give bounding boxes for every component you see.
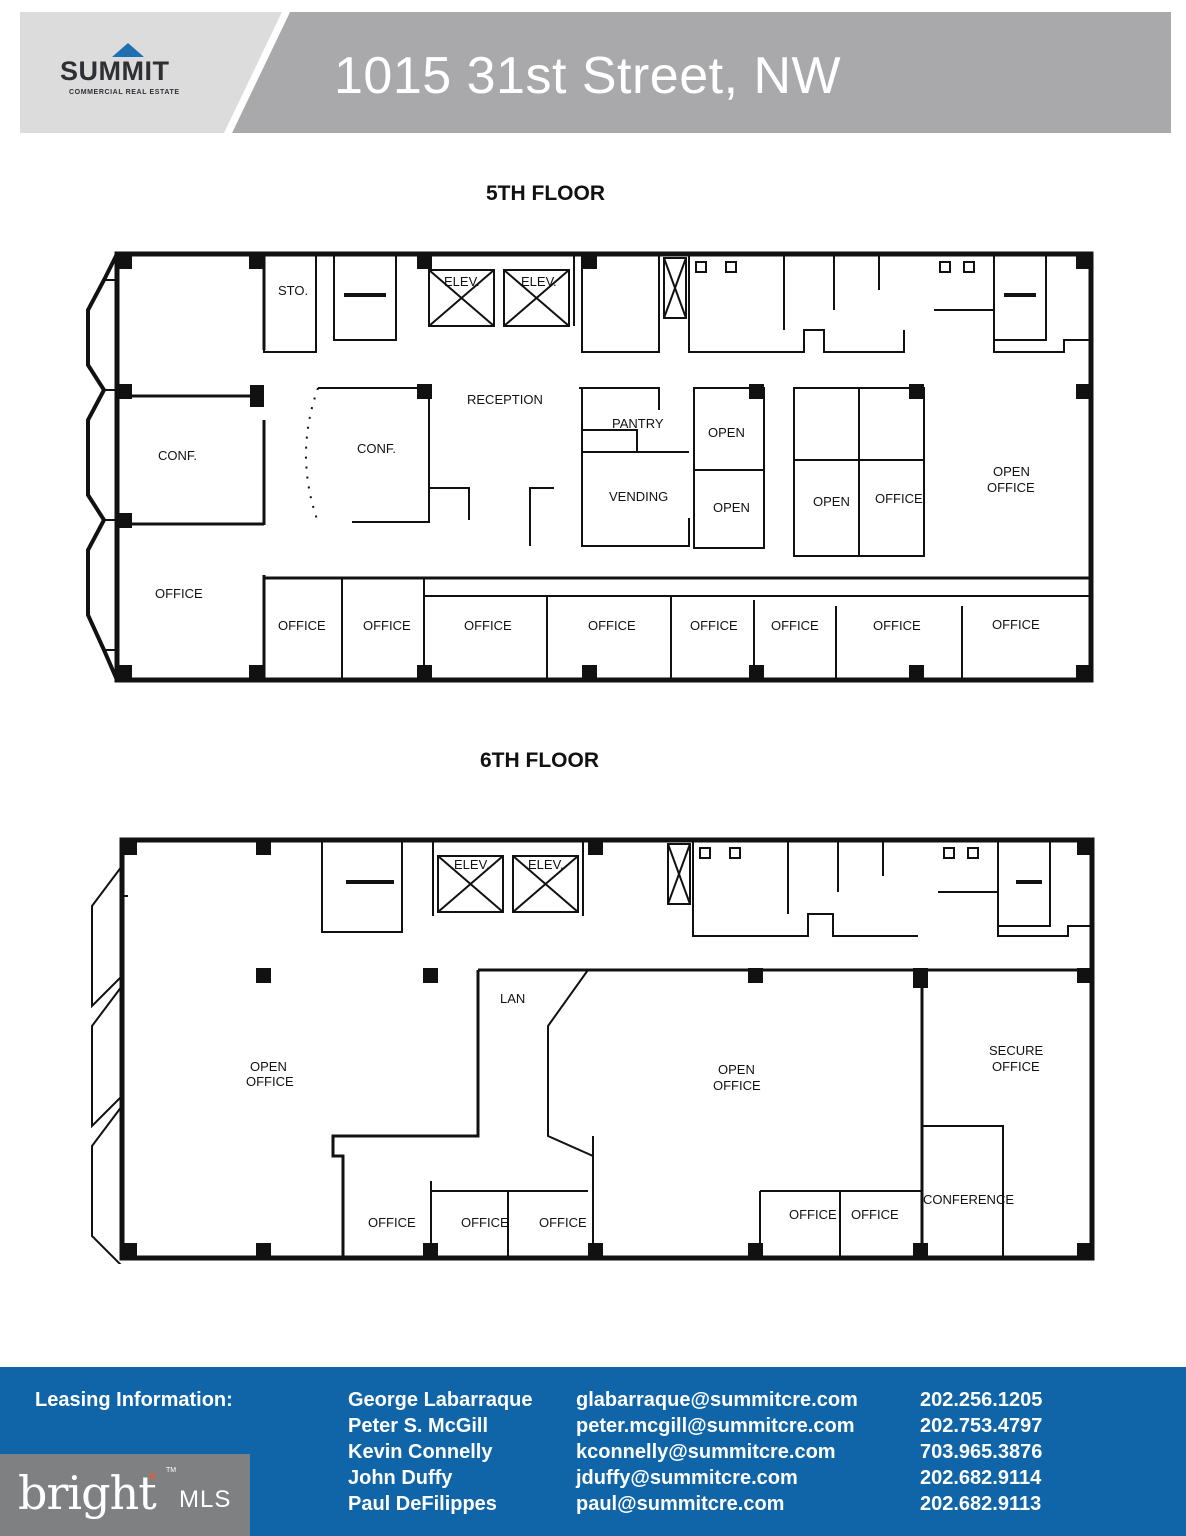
room-sto: STO.: [278, 283, 308, 298]
floor-6-plan: ELEV. ELEV. LAN OPEN OFFICE OPEN OFFICE …: [88, 836, 1098, 1269]
contact-phone[interactable]: 202.256.1205: [920, 1389, 1043, 1411]
contact-name: John Duffy: [348, 1467, 453, 1489]
floor-5-title: 5TH FLOOR: [486, 182, 605, 205]
room-elev-2: ELEV.: [528, 857, 564, 872]
room-office-o3: OFFICE: [539, 1215, 587, 1230]
header-banner: SUMMIT COMMERCIAL REAL ESTATE 1015 31st …: [20, 12, 1171, 133]
room-open-3: OPEN: [813, 494, 850, 509]
room-office-b8: OFFICE: [992, 617, 1040, 632]
room-office-b7: OFFICE: [873, 618, 921, 633]
contact-email[interactable]: paul@summitcre.com: [576, 1493, 785, 1515]
room-office-b5: OFFICE: [690, 618, 738, 633]
room-open-1: OPEN: [708, 425, 745, 440]
watermark-bright: bright: [18, 1466, 157, 1520]
contact-email[interactable]: kconnelly@summitcre.com: [576, 1441, 836, 1463]
room-conf-center: CONF.: [357, 441, 396, 456]
contact-phone[interactable]: 703.965.3876: [920, 1441, 1043, 1463]
contact-phone[interactable]: 202.682.9113: [920, 1493, 1042, 1515]
room-elev-1: ELEV.: [454, 857, 490, 872]
room-office-b4: OFFICE: [588, 618, 636, 633]
room-open-office-mid-line-2: OFFICE: [713, 1078, 761, 1093]
room-elev-2: ELEV.: [521, 274, 557, 289]
room-lan: LAN: [500, 991, 525, 1006]
contact-phone[interactable]: 202.753.4797: [920, 1415, 1043, 1437]
room-open-office-left-line-2: OFFICE: [246, 1074, 294, 1089]
room-office-mid: OFFICE: [875, 491, 923, 506]
room-conference: CONFERENCE: [923, 1192, 1014, 1207]
property-address: 1015 31st Street, NW: [334, 47, 842, 105]
room-open-office-mid-line-1: OPEN: [718, 1062, 755, 1077]
watermark-mls: MLS: [179, 1486, 232, 1513]
contact-phone[interactable]: 202.682.9114: [920, 1467, 1042, 1489]
room-elev-1: ELEV.: [444, 274, 480, 289]
room-vending: VENDING: [609, 489, 668, 504]
room-reception: RECEPTION: [467, 392, 543, 407]
room-office-o1: OFFICE: [368, 1215, 416, 1230]
room-secure-office-line-2: OFFICE: [992, 1059, 1040, 1074]
contact-name: Peter S. McGill: [348, 1415, 489, 1437]
contact-name: Paul DeFilippes: [348, 1493, 497, 1515]
floor-6-title: 6TH FLOOR: [480, 749, 599, 772]
watermark-tm: TM: [166, 1467, 177, 1474]
room-office-o4: OFFICE: [789, 1207, 837, 1222]
contact-email[interactable]: peter.mcgill@summitcre.com: [576, 1415, 855, 1437]
floor-5-plan: STO. ELEV. ELEV. RECEPTION PANTRY VENDIN…: [84, 250, 1096, 691]
roof-icon: [112, 43, 144, 57]
leasing-label: Leasing Information:: [35, 1389, 233, 1411]
room-secure-office-line-1: SECURE: [989, 1043, 1044, 1058]
room-office-o2: OFFICE: [461, 1215, 509, 1230]
contact-email[interactable]: glabarraque@summitcre.com: [576, 1389, 858, 1411]
room-conf-left: CONF.: [158, 448, 197, 463]
plus-icon: +: [148, 1468, 157, 1485]
summit-logo: SUMMIT COMMERCIAL REAL ESTATE: [60, 42, 210, 102]
header-address-panel: [232, 12, 1171, 133]
logo-subtitle: COMMERCIAL REAL ESTATE: [69, 89, 180, 96]
contact-name: George Labarraque: [348, 1389, 533, 1411]
room-pantry: PANTRY: [612, 416, 664, 431]
room-open-2: OPEN: [713, 500, 750, 515]
contact-email[interactable]: jduffy@summitcre.com: [576, 1467, 798, 1489]
room-office-b2: OFFICE: [363, 618, 411, 633]
room-open-office-left-line-1: OPEN: [250, 1059, 287, 1074]
room-office-left: OFFICE: [155, 586, 203, 601]
room-office-b1: OFFICE: [278, 618, 326, 633]
room-office-b3: OFFICE: [464, 618, 512, 633]
room-open-office-line-2: OFFICE: [987, 480, 1035, 495]
logo-word: SUMMIT: [60, 56, 170, 86]
room-open-office-line-1: OPEN: [993, 464, 1030, 479]
room-office-o5: OFFICE: [851, 1207, 899, 1222]
contact-name: Kevin Connelly: [348, 1441, 493, 1463]
bright-mls-watermark: bright + TM MLS: [0, 1454, 250, 1536]
room-office-b6: OFFICE: [771, 618, 819, 633]
